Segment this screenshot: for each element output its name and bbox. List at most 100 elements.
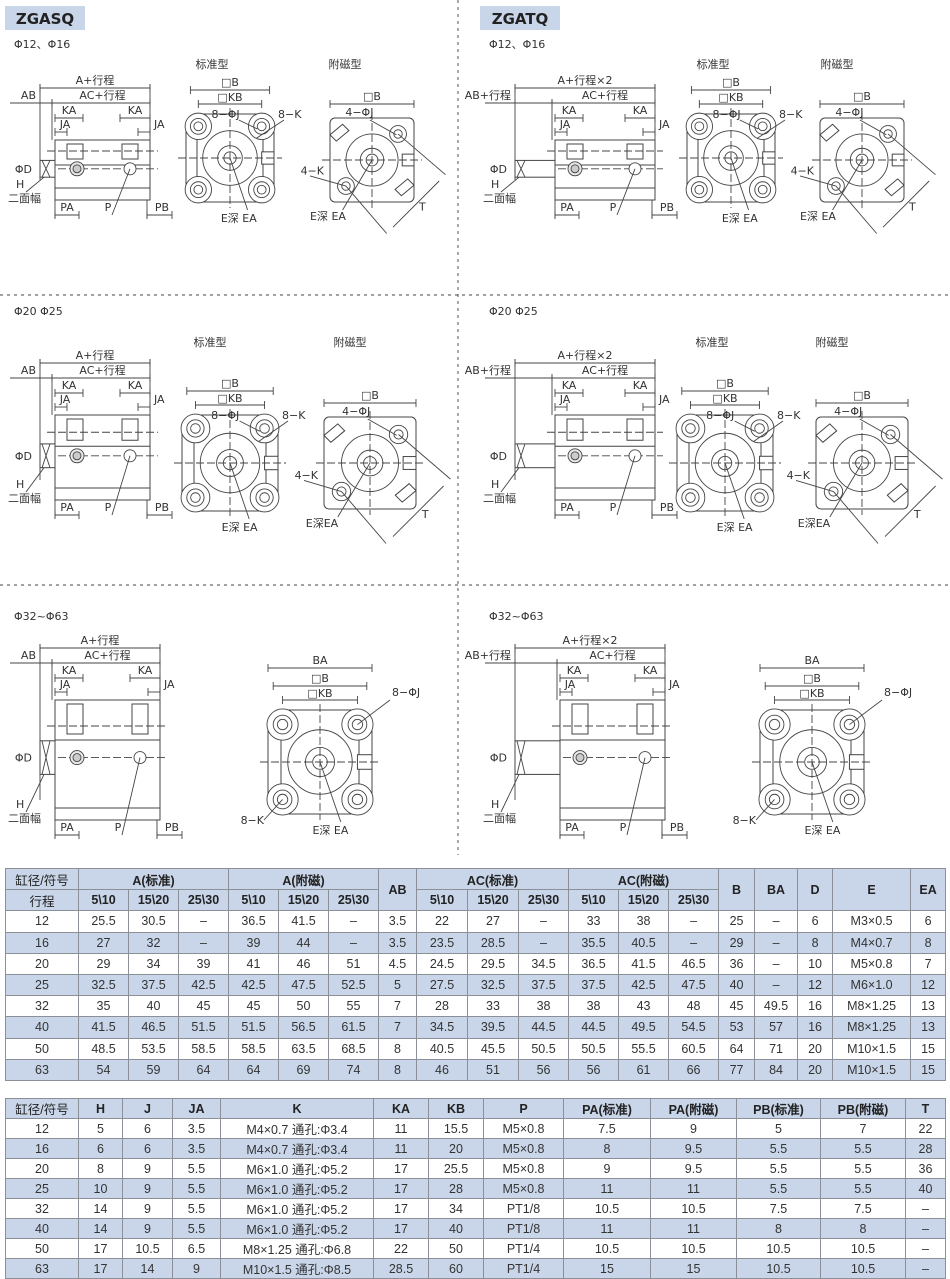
label-h: H xyxy=(16,798,24,811)
header-cell: AC(标准) xyxy=(415,867,570,891)
table-cell: 48.5 xyxy=(78,1037,129,1060)
table-cell: 10.5 xyxy=(563,1198,651,1219)
table-cell: 16 xyxy=(5,1138,79,1159)
label-ja: JA xyxy=(668,678,680,691)
leader-j xyxy=(849,699,883,725)
table-cell: M6×1.0 通孔:Φ5.2 xyxy=(220,1158,374,1179)
table-cell: 16 xyxy=(797,1016,834,1039)
port-fitting-icon xyxy=(570,164,580,174)
table-cell: 20 xyxy=(5,1158,79,1179)
leader-e xyxy=(229,462,250,520)
table-cell: 51.5 xyxy=(178,1016,229,1039)
tie-rod-nut xyxy=(571,703,589,735)
header-cell: K xyxy=(220,1098,374,1119)
leader-j xyxy=(239,420,260,432)
label-b: □B xyxy=(221,377,239,390)
header-cell: JA xyxy=(172,1098,221,1119)
table-cell: 12 xyxy=(5,910,79,933)
label-ab: AB+行程 xyxy=(465,364,511,377)
tie-rod-nut xyxy=(121,143,139,160)
label-k: 8−K xyxy=(241,814,265,827)
wrench-flat xyxy=(41,443,51,468)
table-cell: 77 xyxy=(718,1058,756,1081)
port-fitting-icon xyxy=(72,451,82,461)
header-cell: AC(附磁) xyxy=(568,867,720,891)
table-cell: 34.5 xyxy=(517,952,570,975)
table-cell: 27 xyxy=(78,931,129,954)
label-d: ΦD xyxy=(15,450,32,463)
table-cell: M6×1.0 通孔:Φ5.2 xyxy=(220,1198,374,1219)
leader-j xyxy=(367,418,397,436)
table-cell: 8 xyxy=(378,1037,417,1060)
port-fitting-icon xyxy=(72,164,82,174)
leader-j xyxy=(369,119,397,136)
table-cell: 14 xyxy=(78,1218,123,1239)
label-t: T xyxy=(421,508,429,521)
table-cell: – xyxy=(905,1198,946,1219)
table-cell: 55 xyxy=(328,995,379,1018)
table-cell: 20 xyxy=(5,952,79,975)
mounting-hole-icon xyxy=(694,121,705,132)
label-e: E深 EA xyxy=(717,521,753,534)
table-cell: M8×1.25 xyxy=(832,995,912,1018)
table-cell: 46 xyxy=(416,1058,468,1081)
table-cell: 10.5 xyxy=(650,1238,737,1259)
label-ba: BA xyxy=(804,654,820,667)
view-title: 附磁型 xyxy=(334,335,367,349)
table-cell: 3.5 xyxy=(378,910,417,933)
header-cell: B xyxy=(718,867,756,912)
table-cell: 41.5 xyxy=(78,1016,129,1039)
table-cell: 7 xyxy=(378,1016,417,1039)
table-cell: 40 xyxy=(905,1178,946,1199)
leader-k xyxy=(258,420,289,442)
label-ja: JA xyxy=(153,393,165,406)
leader-k xyxy=(263,799,283,821)
label-flats: 二面幅 xyxy=(8,192,41,205)
label-b: □B xyxy=(311,672,329,685)
table-cell: 25 xyxy=(718,910,756,933)
label-a: A+行程 xyxy=(76,74,115,87)
table-cell: 9 xyxy=(650,1118,737,1139)
label-e: E深 EA xyxy=(310,210,346,223)
table-cell: 55.5 xyxy=(618,1037,670,1060)
table-cell: 28 xyxy=(905,1138,946,1159)
table-cell: 38 xyxy=(517,995,570,1018)
piston-rod xyxy=(514,159,556,178)
table-cell: M4×0.7 通孔:Φ3.4 xyxy=(220,1118,374,1139)
label-t: T xyxy=(908,200,916,213)
label-ja: JA xyxy=(658,393,670,406)
label-ka: KA xyxy=(643,664,658,677)
table-cell: M6×1.0 通孔:Φ5.2 xyxy=(220,1218,374,1239)
table-cell: – xyxy=(668,931,720,954)
table-cell: M6×1.0 通孔:Φ5.2 xyxy=(220,1178,374,1199)
end-view: □B4−ΦJ4−KE深 EAT xyxy=(301,90,446,234)
label-a: A+行程×2 xyxy=(563,634,618,647)
table-cell: 22 xyxy=(905,1118,946,1139)
leader-p xyxy=(111,455,131,516)
table-cell: 29 xyxy=(718,931,756,954)
label-flats: 二面幅 xyxy=(8,492,41,505)
table-cell: 9 xyxy=(122,1218,173,1239)
table-cell: 33 xyxy=(568,910,620,933)
tie-rod-nut xyxy=(626,418,644,441)
leader-p xyxy=(626,757,646,836)
table-cell: 51 xyxy=(328,952,379,975)
tie-rod-nut xyxy=(131,703,149,735)
label-ac: AC+行程 xyxy=(582,89,628,102)
label-d: ΦD xyxy=(490,163,507,176)
wrench-flat xyxy=(41,160,51,178)
label-ka: KA xyxy=(128,104,143,117)
label-e: E深 EA xyxy=(800,210,836,223)
size-label: Φ32~Φ63 xyxy=(14,610,69,623)
table-cell: M5×0.8 xyxy=(832,952,912,975)
label-j: 4−ΦJ xyxy=(345,106,373,119)
leader-j xyxy=(734,420,755,432)
table-cell: 6 xyxy=(122,1118,173,1139)
label-pb: PB xyxy=(670,821,684,834)
